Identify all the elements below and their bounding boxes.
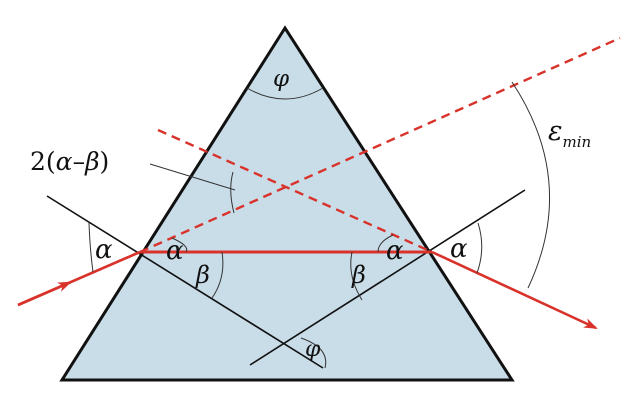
- prism: [59, 25, 515, 382]
- label-beta-left: β: [195, 261, 210, 289]
- label-alpha-left-outer: α: [95, 235, 113, 265]
- arc-eps-min: [511, 81, 551, 289]
- label-alpha-left-inner: α: [166, 236, 184, 266]
- arc-beta-left: [211, 251, 224, 299]
- arc-phi-top: [246, 87, 324, 100]
- arc-alpha-right-inner: [377, 234, 394, 253]
- normal-right: [249, 189, 526, 366]
- label-alpha-right-outer: α: [450, 234, 468, 264]
- label-deviation-lead: 2(: [30, 147, 56, 176]
- incident-arrow: [17, 281, 72, 307]
- emergent-ray: [431, 250, 598, 330]
- label-deviation-beta: β: [84, 147, 99, 176]
- arc-alpha-right-outer: [476, 222, 483, 274]
- label-deviation-alpha: α: [56, 147, 73, 176]
- label-alpha-right-inner: α: [386, 236, 404, 266]
- normal-left: [46, 195, 324, 369]
- label-eps-sub: min: [563, 133, 592, 151]
- label-deviation-minus: –: [73, 147, 86, 176]
- label-phi-top: φ: [273, 66, 290, 92]
- deviation-leader-line: [149, 163, 236, 191]
- label-eps-min: εmin: [548, 116, 591, 151]
- extended-incident-ray: [139, 36, 621, 254]
- arc-beta-right: [350, 251, 363, 301]
- label-phi-bottom: φ: [305, 337, 321, 362]
- arc-alpha-left-outer: [88, 222, 94, 273]
- label-beta-right: β: [351, 261, 366, 289]
- label-deviation-angle: 2(α–β): [30, 147, 109, 176]
- arc-alpha-left-inner: [171, 237, 188, 253]
- label-deviation-close: ): [100, 147, 110, 176]
- arc-deviation: [230, 171, 235, 214]
- extended-emergent-ray: [157, 128, 433, 254]
- label-eps: ε: [548, 116, 563, 147]
- arc-phi-bottom: [300, 337, 327, 369]
